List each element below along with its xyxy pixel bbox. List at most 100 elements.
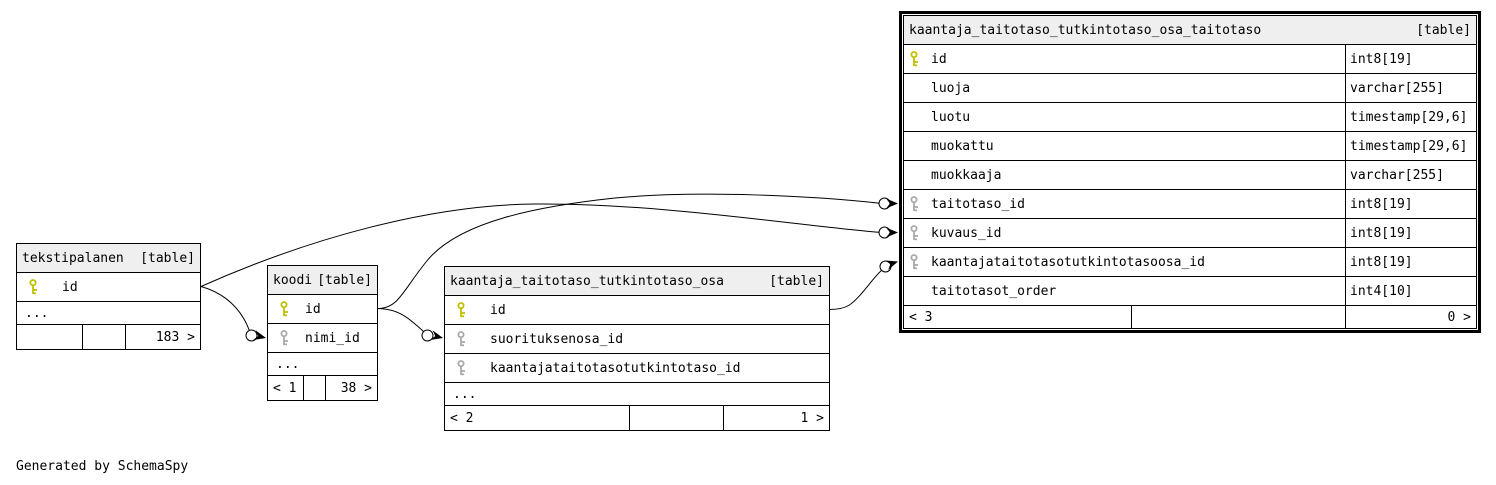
fk-circle-nimi_id: [245, 329, 258, 342]
fk-line-suorituksenosa_id-to-koodi: [377, 308, 427, 335]
foreign-key-icon: [457, 331, 465, 347]
primary-key-icon: [457, 302, 465, 318]
column-row-muokattu: muokattu timestamp[29,6]: [904, 131, 1476, 160]
table-type-badge: [table]: [317, 272, 372, 288]
table-title[interactable]: koodi: [273, 272, 313, 288]
table-footer: < 2 1 >: [445, 405, 829, 430]
footer-spacer-cell: [630, 406, 724, 430]
foreign-key-icon: [457, 360, 465, 376]
column-row-id: id: [268, 294, 377, 323]
column-name: suorituksenosa_id: [490, 331, 624, 347]
column-row-kaantajataitotasotutkintotaso_id: kaantajataitotasotutkintotaso_id: [445, 353, 829, 382]
table-title[interactable]: kaantaja_taitotaso_tutkintotaso_osa: [450, 273, 724, 289]
column-type: timestamp[29,6]: [1345, 103, 1476, 131]
more-columns-ellipsis: ...: [445, 382, 829, 405]
table-type-badge: [table]: [769, 273, 824, 289]
fk-arrow-nimi_id: [253, 330, 266, 340]
primary-key-icon: [910, 51, 918, 67]
generated-by-note: Generated by SchemaSpy: [16, 459, 189, 474]
column-row-id: id int8[19]: [904, 44, 1476, 73]
column-row-muokkaaja: muokkaaja varchar[255]: [904, 160, 1476, 189]
fk-line-kuvaus_id-to-tekstipalanen: [200, 203, 883, 287]
table-header[interactable]: koodi [table]: [268, 266, 377, 294]
footer-spacer-cell: [1132, 306, 1346, 328]
more-columns-ellipsis: ...: [268, 352, 377, 375]
column-row-id: id: [17, 272, 200, 301]
column-name: id: [931, 51, 947, 67]
column-row-luoja: luoja varchar[255]: [904, 73, 1476, 102]
footer-child-count: 1 >: [800, 410, 824, 426]
column-name: luoja: [931, 80, 971, 96]
table-type-badge: [table]: [140, 250, 195, 266]
column-type: timestamp[29,6]: [1345, 132, 1476, 160]
key-icon-spacer: [910, 117, 921, 118]
column-name: muokattu: [931, 138, 994, 154]
fk-arrow-kaantajataitotasoosa_id: [885, 260, 898, 270]
footer-spacer-cell: [304, 376, 326, 400]
foreign-key-icon: [910, 254, 918, 270]
column-type: int8[19]: [1345, 219, 1476, 247]
table-title[interactable]: tekstipalanen: [22, 250, 124, 266]
footer-spacer-cell: [83, 325, 126, 349]
table-footer: < 1 38 >: [268, 375, 377, 400]
table-header[interactable]: kaantaja_taitotaso_tutkintotaso_osa [tab…: [445, 267, 829, 295]
fk-line-kaantajataitotasoosa_id-to-osa: [829, 268, 884, 310]
foreign-key-icon: [280, 330, 288, 346]
column-name: id: [62, 279, 78, 295]
column-row-taitotaso_id: taitotaso_id int8[19]: [904, 189, 1476, 218]
table-footer: 183 >: [17, 324, 200, 349]
column-name: taitotaso_id: [931, 196, 1025, 212]
footer-parent-count: < 2: [445, 406, 630, 430]
more-columns-ellipsis: ...: [17, 301, 200, 324]
key-icon-spacer: [910, 291, 921, 292]
fk-arrow-suorituksenosa_id: [430, 330, 443, 340]
column-row-suorituksenosa_id: suorituksenosa_id: [445, 324, 829, 353]
column-row-kuvaus_id: kuvaus_id int8[19]: [904, 218, 1476, 247]
column-name: muokkaaja: [931, 167, 1002, 183]
fk-circle-suorituksenosa_id: [421, 329, 434, 342]
footer-child-count: 0 >: [1447, 309, 1471, 325]
column-row-nimi_id: nimi_id: [268, 323, 377, 352]
column-name: kaantajataitotasotutkintotaso_id: [490, 360, 741, 376]
column-type: int4[10]: [1345, 277, 1476, 305]
column-type: int8[19]: [1345, 248, 1476, 276]
column-row-taitotasot_order: taitotasot_order int4[10]: [904, 276, 1476, 305]
foreign-key-icon: [910, 225, 918, 241]
footer-parent-count: < 1: [268, 376, 304, 400]
column-type: int8[19]: [1345, 45, 1476, 73]
column-name: kuvaus_id: [931, 225, 1002, 241]
foreign-key-icon: [910, 196, 918, 212]
footer-parent-count: [17, 325, 83, 349]
fk-arrow-taitotaso_id: [886, 198, 898, 209]
table-header[interactable]: tekstipalanen [table]: [17, 244, 200, 272]
column-row-kaantajataitotasotutkintotasoosa_id: kaantajataitotasotutkintotasoosa_id int8…: [904, 247, 1476, 276]
table-type-badge: [table]: [1416, 22, 1471, 38]
table-tekstipalanen[interactable]: tekstipalanen [table] id ... 183 >: [16, 243, 201, 350]
table-footer: < 3 0 >: [904, 305, 1476, 328]
column-name: id: [490, 302, 506, 318]
column-row-id: id: [445, 295, 829, 324]
key-icon-spacer: [910, 146, 921, 147]
column-name: kaantajataitotasotutkintotasoosa_id: [931, 254, 1205, 270]
table-kaantaja-taitotaso-tutkintotaso-osa[interactable]: kaantaja_taitotaso_tutkintotaso_osa [tab…: [444, 266, 830, 431]
table-header[interactable]: kaantaja_taitotaso_tutkintotaso_osa_tait…: [904, 16, 1476, 44]
key-icon-spacer: [910, 88, 921, 89]
column-type: varchar[255]: [1345, 74, 1476, 102]
primary-key-icon: [280, 301, 288, 317]
column-name: luotu: [931, 109, 971, 125]
column-type: int8[19]: [1345, 190, 1476, 218]
column-type: varchar[255]: [1345, 161, 1476, 189]
primary-key-icon: [29, 279, 37, 295]
fk-arrow-kuvaus_id: [886, 227, 898, 238]
table-title[interactable]: kaantaja_taitotaso_tutkintotaso_osa_tait…: [909, 22, 1262, 38]
fk-line-nimi_id-to-tekstipalanen: [200, 286, 252, 335]
fk-line-taitotaso_id-to-koodi: [377, 193, 883, 309]
footer-child-count: 183 >: [155, 329, 195, 345]
footer-child-count: 38 >: [340, 380, 372, 396]
footer-parent-count: < 3: [904, 306, 1132, 328]
column-name: id: [305, 301, 321, 317]
table-koodi[interactable]: koodi [table] id nimi_id ... < 1 38 >: [267, 265, 378, 401]
column-name: taitotasot_order: [931, 283, 1057, 299]
table-kaantaja-taitotaso-tutkintotaso-osa-taitotaso[interactable]: kaantaja_taitotaso_tutkintotaso_osa_tait…: [899, 11, 1481, 333]
